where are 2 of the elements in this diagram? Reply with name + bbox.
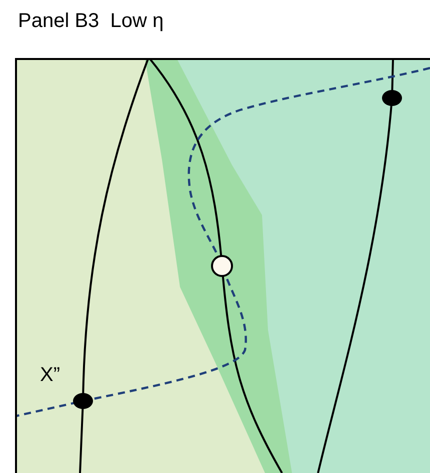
point-label: X”: [40, 363, 60, 388]
panel-title: Panel B3 Low η: [18, 9, 164, 34]
